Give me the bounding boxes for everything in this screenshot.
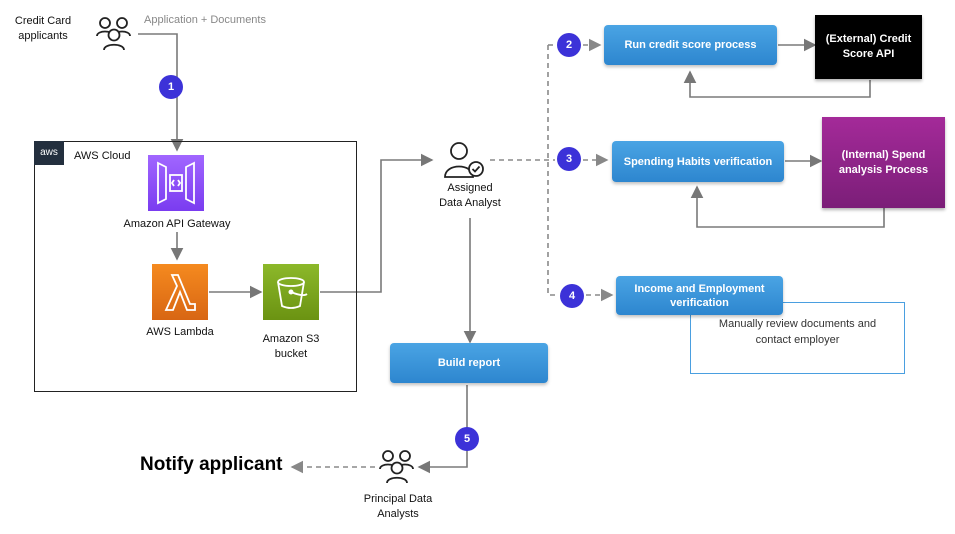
api-gateway-icon xyxy=(148,155,204,211)
applicants-group-icon xyxy=(96,17,131,51)
lambda-label: AWS Lambda xyxy=(146,326,214,338)
aws-cloud-container xyxy=(34,141,357,392)
data-analyst-label: Assigned Data Analyst xyxy=(420,181,520,211)
note-line2: contact employer xyxy=(755,334,840,346)
edge-s3-analyst xyxy=(320,153,434,293)
principal-analysts-label: Principal Data Analysts xyxy=(346,492,450,522)
edge-internal-return xyxy=(690,185,885,228)
data-analyst-label-line2: Data Analyst xyxy=(439,197,501,209)
note-line1: Manually review documents and xyxy=(718,318,877,330)
aws-cloud-title: AWS Cloud xyxy=(74,150,131,162)
principal-label-line1: Principal Data xyxy=(363,493,433,505)
data-analyst-label-line1: Assigned xyxy=(447,182,493,194)
edge-applicants-api xyxy=(138,33,184,152)
s3-label: Amazon S3 bucket xyxy=(245,332,337,362)
aws-logo-icon: aws xyxy=(34,141,64,165)
income-line2: verification xyxy=(670,296,729,309)
edge-branch-vertical xyxy=(547,45,558,296)
s3-label-line1: Amazon S3 xyxy=(262,333,320,345)
s3-label-line2: bucket xyxy=(274,348,308,360)
data-analyst-user-icon xyxy=(444,142,484,178)
principal-analysts-group-icon xyxy=(379,450,414,484)
s3-bucket-icon xyxy=(263,264,319,320)
step-5-badge: 5 xyxy=(455,427,479,451)
internal-line1: (Internal) Spend xyxy=(841,148,926,161)
internal-spend-analysis-box: (Internal) Spend analysis Process xyxy=(822,117,945,208)
notify-applicant-label: Notify applicant xyxy=(140,454,283,475)
external-line2: Score API xyxy=(842,48,895,60)
api-gateway-label: Amazon API Gateway xyxy=(123,218,231,230)
applicants-label-line2: applicants xyxy=(18,30,68,42)
edge-external-return xyxy=(683,70,871,98)
step-1-badge: 1 xyxy=(159,75,183,99)
principal-label-line2: Analysts xyxy=(377,508,419,520)
build-report-box: Build report xyxy=(390,343,548,383)
step-4-badge: 4 xyxy=(560,284,584,308)
internal-line2: analysis Process xyxy=(838,163,929,176)
step-3-badge: 3 xyxy=(557,147,581,171)
spending-habits-box: Spending Habits verification xyxy=(612,141,784,182)
run-credit-score-box: Run credit score process xyxy=(604,25,777,65)
flow-label: Application + Documents xyxy=(144,14,266,26)
applicants-label-line1: Credit Card xyxy=(14,15,72,27)
edge-report-principal xyxy=(417,385,468,474)
income-line1: Income and Employment xyxy=(634,282,765,295)
step-2-badge: 2 xyxy=(557,33,581,57)
lambda-icon xyxy=(152,264,208,320)
external-line1: (External) Credit xyxy=(825,33,912,45)
applicants-label: Credit Card applicants xyxy=(4,14,82,44)
